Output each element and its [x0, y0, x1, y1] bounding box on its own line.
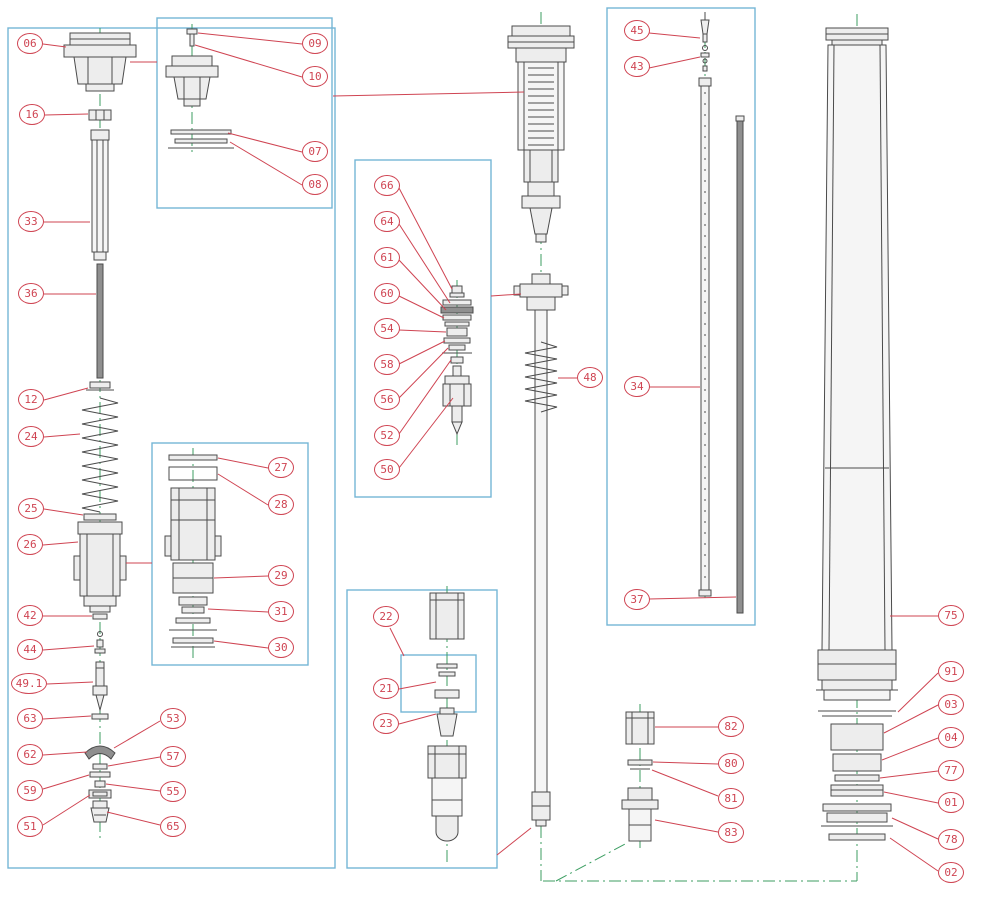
callout-33[interactable]: 33: [18, 211, 44, 232]
compression-parts: [427, 592, 467, 842]
axle-lug-parts: [621, 711, 659, 842]
cap-detail-parts: [165, 28, 234, 149]
callout-08[interactable]: 08: [302, 174, 328, 195]
callout-01[interactable]: 01: [938, 792, 964, 813]
callout-26[interactable]: 26: [17, 534, 43, 555]
callout-21[interactable]: 21: [373, 678, 399, 699]
callout-43[interactable]: 43: [624, 56, 650, 77]
callout-04[interactable]: 04: [938, 727, 964, 748]
rod-box: [606, 7, 756, 626]
callout-10[interactable]: 10: [302, 66, 328, 87]
callout-28[interactable]: 28: [268, 494, 294, 515]
callout-42[interactable]: 42: [17, 605, 43, 626]
callout-25[interactable]: 25: [18, 498, 44, 519]
callout-03[interactable]: 03: [938, 694, 964, 715]
callout-31[interactable]: 31: [268, 601, 294, 622]
callout-06[interactable]: 06: [17, 33, 43, 54]
callout-53[interactable]: 53: [160, 708, 186, 729]
callout-50[interactable]: 50: [374, 459, 400, 480]
piston-detail-parts: [164, 454, 222, 648]
callout-80[interactable]: 80: [718, 753, 744, 774]
callout-16[interactable]: 16: [19, 104, 45, 125]
callout-45[interactable]: 45: [624, 20, 650, 41]
callout-61[interactable]: 61: [374, 247, 400, 268]
callout-65[interactable]: 65: [160, 816, 186, 837]
callout-63[interactable]: 63: [17, 708, 43, 729]
callout-22[interactable]: 22: [373, 606, 399, 627]
callout-36[interactable]: 36: [18, 283, 44, 304]
callout-55[interactable]: 55: [160, 781, 186, 802]
callout-81[interactable]: 81: [718, 788, 744, 809]
left-assembly: [63, 32, 137, 823]
callout-51[interactable]: 51: [17, 816, 43, 837]
leader-lines: [42, 32, 939, 872]
callout-02[interactable]: 02: [938, 862, 964, 883]
callout-83[interactable]: 83: [718, 822, 744, 843]
cartridge-assembly: [507, 25, 575, 827]
callout-12[interactable]: 12: [18, 389, 44, 410]
outer-tube-parts: [816, 27, 898, 841]
callout-29[interactable]: 29: [268, 565, 294, 586]
callout-57[interactable]: 57: [160, 746, 186, 767]
callout-34[interactable]: 34: [624, 376, 650, 397]
callout-49-1[interactable]: 49.1: [11, 673, 47, 694]
callout-75[interactable]: 75: [938, 605, 964, 626]
callout-58[interactable]: 58: [374, 354, 400, 375]
cap-detail-box: [156, 17, 333, 209]
detail-boxes: [7, 7, 756, 869]
left-assembly-box: [7, 27, 336, 869]
callout-07[interactable]: 07: [302, 141, 328, 162]
callout-64[interactable]: 64: [374, 211, 400, 232]
callout-23[interactable]: 23: [373, 713, 399, 734]
piston-detail-box: [151, 442, 309, 666]
callout-37[interactable]: 37: [624, 589, 650, 610]
callout-44[interactable]: 44: [17, 639, 43, 660]
callout-09[interactable]: 09: [302, 33, 328, 54]
callout-54[interactable]: 54: [374, 318, 400, 339]
callout-52[interactable]: 52: [374, 425, 400, 446]
callout-27[interactable]: 27: [268, 457, 294, 478]
valve-stack-box: [354, 159, 492, 498]
callout-60[interactable]: 60: [374, 283, 400, 304]
compression-box: [346, 589, 498, 869]
callout-66[interactable]: 66: [374, 175, 400, 196]
callout-30[interactable]: 30: [268, 637, 294, 658]
callout-59[interactable]: 59: [17, 780, 43, 801]
callout-24[interactable]: 24: [18, 426, 44, 447]
callout-62[interactable]: 62: [17, 744, 43, 765]
callout-77[interactable]: 77: [938, 760, 964, 781]
callout-91[interactable]: 91: [938, 661, 964, 682]
callout-48[interactable]: 48: [577, 367, 603, 388]
washer-sub-box: [400, 654, 477, 713]
valve-stack-parts: [440, 285, 474, 436]
callout-82[interactable]: 82: [718, 716, 744, 737]
rod-parts: [698, 12, 745, 614]
callout-78[interactable]: 78: [938, 829, 964, 850]
callout-56[interactable]: 56: [374, 389, 400, 410]
